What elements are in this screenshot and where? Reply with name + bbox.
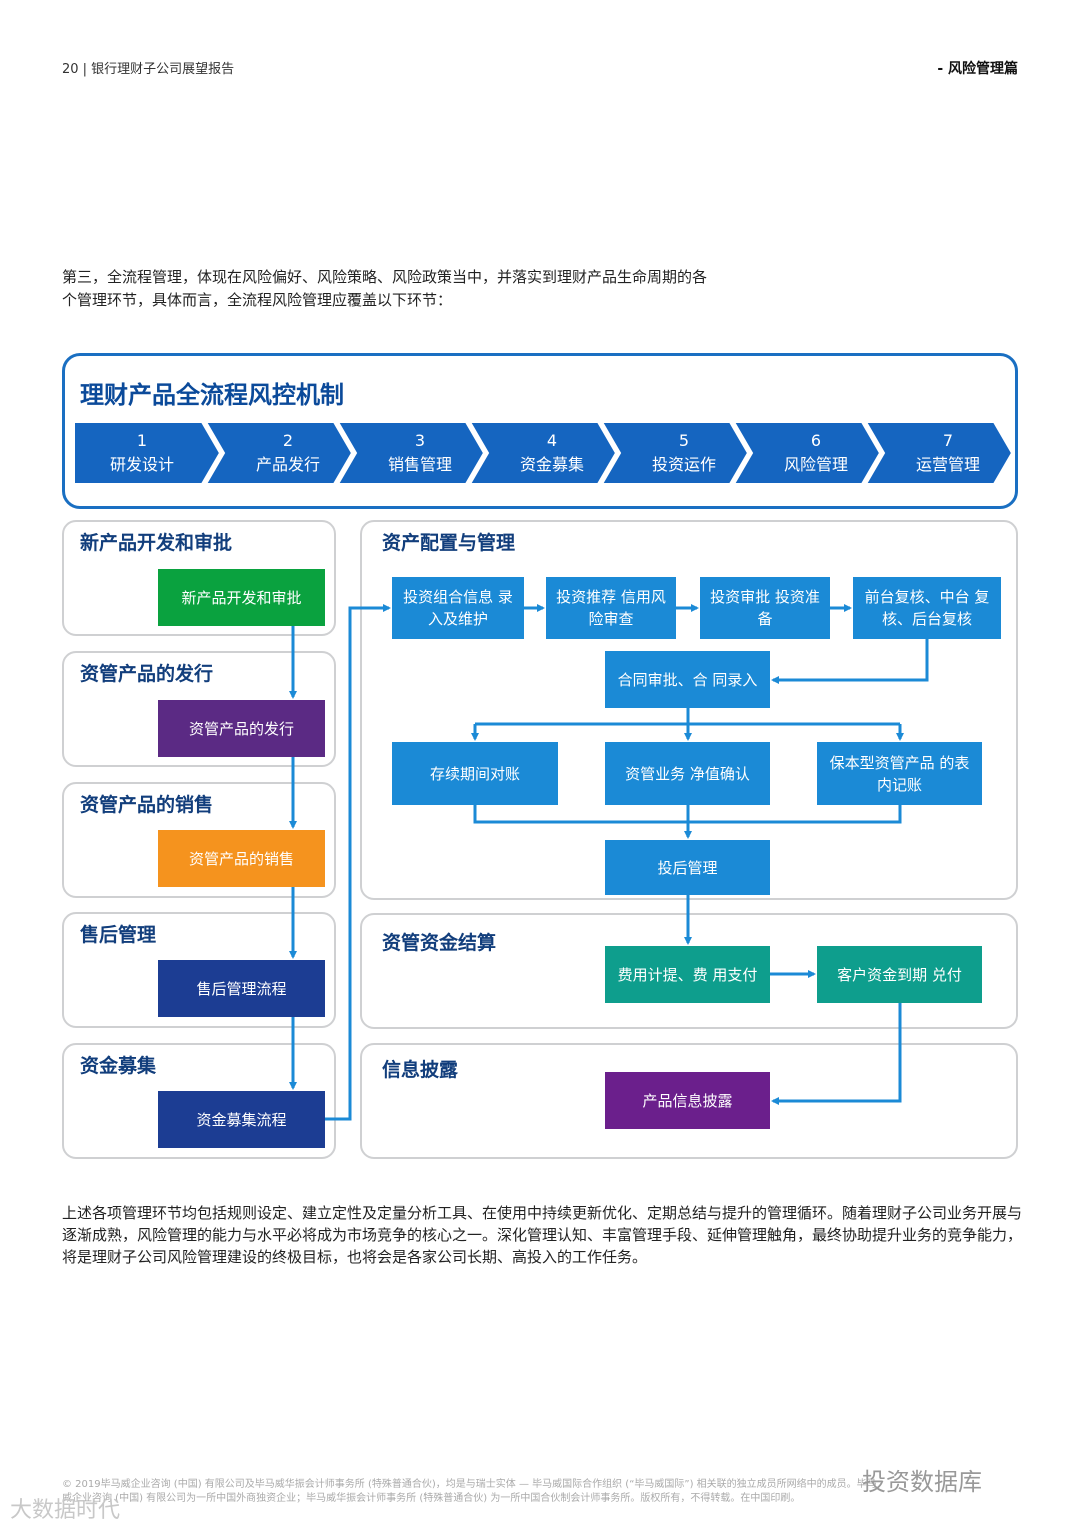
invest-recommend-box: 投资推荐 信用风险审查 bbox=[546, 577, 676, 639]
reconcile-box: 存续期间对账 bbox=[392, 742, 558, 805]
process-step-chevron bbox=[468, 421, 618, 485]
outro-paragraph: 上述各项管理环节均包括规则设定、建立定性及定量分析工具、在使用中持续更新优化、定… bbox=[62, 1204, 1023, 1266]
new-product-box: 新产品开发和审批 bbox=[158, 569, 325, 626]
process-step-label: 6 风险管理 bbox=[761, 429, 871, 477]
left-section-title: 资管产品的发行 bbox=[80, 663, 214, 685]
nav-confirm-box: 资管业务 净值确认 bbox=[605, 742, 770, 805]
process-step-text: 资金募集 bbox=[519, 455, 584, 474]
process-step-number: 7 bbox=[942, 431, 954, 450]
portfolio-info-box: 投资组合信息 录入及维护 bbox=[392, 577, 524, 639]
process-step-text: 运营管理 bbox=[915, 455, 980, 474]
process-step-number: 2 bbox=[282, 431, 294, 450]
process-step-label: 5 投资运作 bbox=[629, 429, 739, 477]
invest-approval-box: 投资审批 投资准备 bbox=[700, 577, 830, 639]
process-step-chevron bbox=[73, 421, 222, 485]
process-step-chevron bbox=[336, 421, 486, 485]
product-sales-box: 资管产品的销售 bbox=[158, 830, 325, 887]
watermark-right: 投资数据库 bbox=[862, 1468, 982, 1496]
aftersales-box: 售后管理流程 bbox=[158, 960, 325, 1017]
copyright-footer: © 2019毕马威企业咨询 (中国) 有限公司及毕马威华振会计师事务所 (特殊普… bbox=[62, 1479, 877, 1504]
left-section-title: 资金募集 bbox=[80, 1055, 157, 1077]
product-issue-box: 资管产品的发行 bbox=[158, 700, 325, 757]
review-box: 前台复核、中台 复核、后台复核 bbox=[853, 577, 1001, 639]
process-step-number: 5 bbox=[678, 431, 690, 450]
fund-raising-box: 资金募集流程 bbox=[158, 1091, 325, 1148]
process-step-label: 4 资金募集 bbox=[497, 429, 607, 477]
fee-box: 费用计提、费 用支付 bbox=[605, 946, 770, 1003]
arrow-payout-to-disclosure bbox=[771, 1003, 902, 1105]
contract-box: 合同审批、合 同录入 bbox=[605, 651, 770, 708]
left-section-title: 新产品开发和审批 bbox=[80, 532, 233, 554]
process-step-label: 7 运营管理 bbox=[893, 429, 1003, 477]
left-section-title: 售后管理 bbox=[80, 924, 157, 946]
diagram-title: 理财产品全流程风控机制 bbox=[80, 381, 344, 409]
arrow-fund-to-asset bbox=[325, 604, 391, 1121]
process-step-number: 4 bbox=[546, 431, 558, 450]
process-step-text: 销售管理 bbox=[387, 455, 452, 474]
process-step-chevron bbox=[600, 421, 750, 485]
process-step-number: 1 bbox=[136, 431, 148, 450]
process-step-label: 3 销售管理 bbox=[365, 429, 475, 477]
watermark-left: 大数据时代 bbox=[10, 1498, 121, 1523]
disclosure-box: 产品信息披露 bbox=[605, 1072, 770, 1129]
disclosure-section-title: 信息披露 bbox=[382, 1059, 459, 1081]
section-label: - 风险管理篇 bbox=[937, 61, 1018, 77]
process-step-label: 2 产品发行 bbox=[233, 429, 343, 477]
intro-paragraph: 第三，全流程管理，体现在风险偏好、风险策略、风险政策当中，并落实到理财产品生命周… bbox=[62, 268, 708, 309]
process-step-text: 投资运作 bbox=[651, 455, 716, 474]
process-step-chevron bbox=[864, 421, 1014, 485]
process-step-label: 1 研发设计 bbox=[87, 429, 197, 477]
process-step-number: 3 bbox=[414, 431, 426, 450]
process-step-chevron bbox=[732, 421, 882, 485]
process-step-text: 产品发行 bbox=[255, 455, 320, 474]
process-step-chevron bbox=[204, 421, 354, 485]
asset-section-title: 资产配置与管理 bbox=[382, 532, 516, 554]
process-step-text: 风险管理 bbox=[783, 455, 848, 474]
payout-box: 客户资金到期 兑付 bbox=[817, 946, 982, 1003]
arrow-review-to-contract bbox=[771, 639, 929, 684]
left-section-title: 资管产品的销售 bbox=[80, 794, 214, 816]
page-number-label: 20 | 银行理财子公司展望报告 bbox=[62, 62, 235, 77]
post-invest-box: 投后管理 bbox=[605, 840, 770, 895]
settle-section-title: 资管资金结算 bbox=[382, 932, 497, 954]
process-step-number: 6 bbox=[810, 431, 822, 450]
process-step-text: 研发设计 bbox=[109, 455, 174, 474]
onbalance-box: 保本型资管产品 的表内记账 bbox=[817, 742, 982, 805]
